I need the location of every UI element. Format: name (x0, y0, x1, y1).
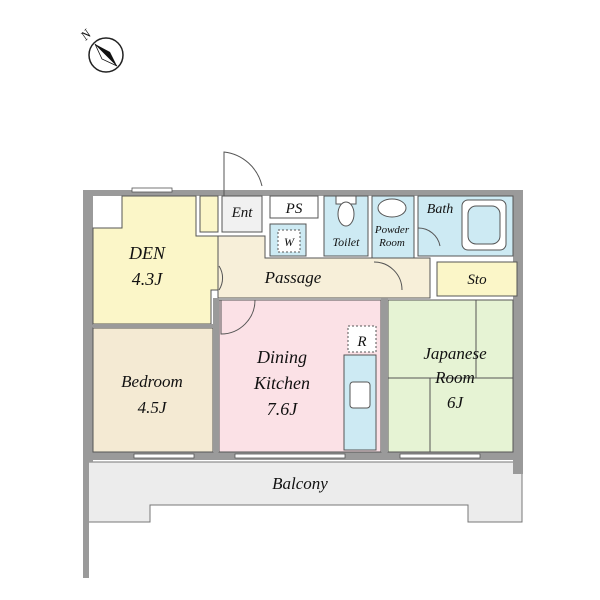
den-door-swing (218, 265, 223, 291)
entrance-shoe-closet (199, 195, 219, 233)
dining-name-line1: Dining (256, 347, 307, 367)
entrance-floor (221, 195, 263, 233)
storage-floor (436, 261, 518, 297)
room-dining-kitchen: R Dining Kitchen 7.6J (218, 299, 382, 453)
den-name: DEN (128, 243, 166, 263)
japanese-name-line2: Room (434, 368, 475, 387)
bathtub-inner-icon (467, 205, 501, 245)
window-japanese (399, 453, 481, 459)
wall-bedroom-dining (213, 298, 219, 452)
room-bath: Bath (417, 195, 514, 257)
kitchen-sink-icon (349, 381, 371, 409)
bedroom-floor (92, 327, 214, 453)
powder-name-line1: Powder (374, 224, 410, 236)
passage-name: Passage (264, 268, 322, 287)
room-den: DEN 4.3J (92, 195, 219, 325)
room-toilet: Toilet (323, 195, 369, 257)
entrance-name: Ent (231, 205, 254, 221)
toilet-bowl-icon (337, 201, 355, 227)
japanese-floor (387, 299, 514, 453)
top-wall (83, 190, 523, 196)
sink-icon (377, 198, 407, 218)
japanese-size: 6J (447, 393, 465, 412)
room-japanese: Japanese Room 6J (387, 299, 514, 453)
room-washer: W (269, 223, 307, 257)
left-wall (83, 190, 93, 462)
dining-door-swing (220, 299, 256, 335)
wall-den-bedroom (93, 324, 213, 328)
room-entrance: Ent (199, 151, 263, 233)
ps-box (269, 195, 319, 219)
powder-name-line2: Room (378, 237, 405, 249)
compass-needle-half (94, 43, 118, 67)
balcony-side-wall (83, 462, 89, 578)
bedroom-size: 4.5J (138, 398, 168, 417)
washer-box (277, 229, 301, 253)
toilet-name: Toilet (333, 235, 361, 249)
balcony-area (87, 461, 523, 523)
compass-north-label: N (77, 25, 95, 43)
window-bedroom (133, 453, 195, 459)
den-size: 4.3J (132, 269, 164, 289)
room-storage: Sto (436, 261, 518, 297)
refrigerator-box (347, 325, 377, 353)
dining-name-line2: Kitchen (253, 373, 310, 393)
bedroom-name: Bedroom (121, 372, 183, 391)
bath-name: Bath (427, 202, 453, 217)
dining-size: 7.6J (267, 399, 299, 419)
right-wall (513, 190, 523, 474)
bath-door-swing (417, 227, 441, 247)
window-dining (234, 453, 346, 459)
room-powder: Powder Room (371, 195, 415, 259)
washer-name: W (284, 235, 295, 249)
room-bedroom: Bedroom 4.5J (92, 327, 214, 453)
japanese-name-line1: Japanese (423, 344, 487, 363)
entrance-door-swing (223, 151, 263, 196)
storage-name: Sto (467, 272, 487, 288)
powder-door-swing (373, 261, 403, 291)
refrigerator-name: R (356, 334, 366, 350)
balcony-name: Balcony (272, 474, 328, 493)
ps-name: PS (285, 201, 303, 217)
compass: N (77, 25, 124, 73)
room-ps: PS (269, 195, 319, 219)
window-top-den (131, 187, 173, 193)
wall-dining-japanese (381, 298, 388, 452)
